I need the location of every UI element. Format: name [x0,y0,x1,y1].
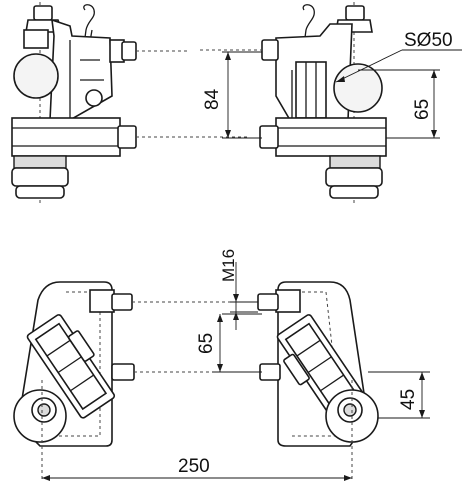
plan-view-left [13,281,236,480]
dimension-250: 250 [42,456,352,481]
dim-m16-label: M16 [219,249,238,282]
dim-65-right-label: 65 [412,99,433,120]
plan-view-right [257,281,379,480]
coupling-ball [13,53,59,99]
ball-diameter-callout: SØ50 [335,30,462,83]
dimension-65-right: 65 [358,69,440,139]
dim-45-label: 45 [398,389,419,410]
dimension-84: 84 [202,51,262,139]
dimension-m16: M16 [219,249,258,330]
dim-250-label: 250 [178,456,210,477]
ball-diameter-label: SØ50 [404,30,453,51]
side-view-left [11,2,250,205]
coupling-ball-right [333,63,383,113]
dim-65-center-label: 65 [196,333,217,354]
dimension-65-center: 65 [196,313,262,373]
dimension-45: 45 [368,371,430,419]
dim-84-label: 84 [202,88,223,110]
side-view-right [200,2,387,205]
